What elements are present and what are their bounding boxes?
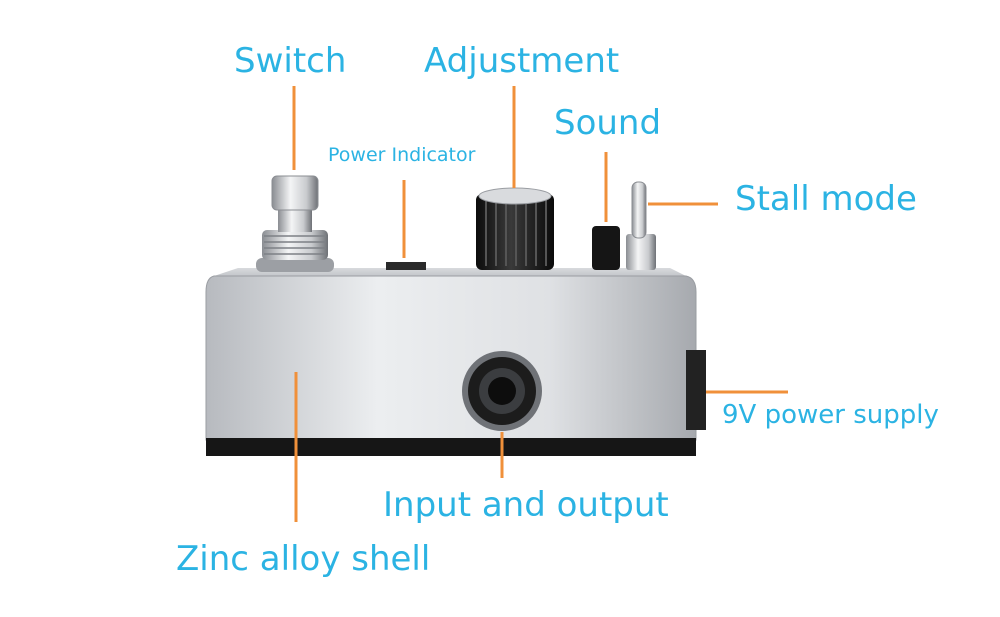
power-indicator-label: Power Indicator: [328, 144, 476, 166]
input-output-jack: [462, 351, 542, 431]
power-supply-label: 9V power supply: [722, 400, 939, 430]
zinc-alloy-enclosure: [205, 268, 706, 456]
stall-mode-toggle: [626, 181, 656, 270]
adjustment-knob: [476, 187, 554, 270]
switch-label: Switch: [234, 41, 347, 81]
sound-knob: [592, 226, 620, 270]
shell-label: Zinc alloy shell: [176, 539, 431, 579]
power-jack: [686, 350, 706, 430]
footswitch: [256, 175, 334, 272]
pedal-base: [206, 438, 696, 456]
power-indicator-led: [386, 262, 426, 270]
stall-mode-label: Stall mode: [735, 179, 917, 219]
sound-label: Sound: [554, 103, 662, 143]
input-output-label: Input and output: [383, 485, 669, 525]
adjustment-label: Adjustment: [424, 41, 620, 81]
leader-lines: [292, 86, 788, 522]
